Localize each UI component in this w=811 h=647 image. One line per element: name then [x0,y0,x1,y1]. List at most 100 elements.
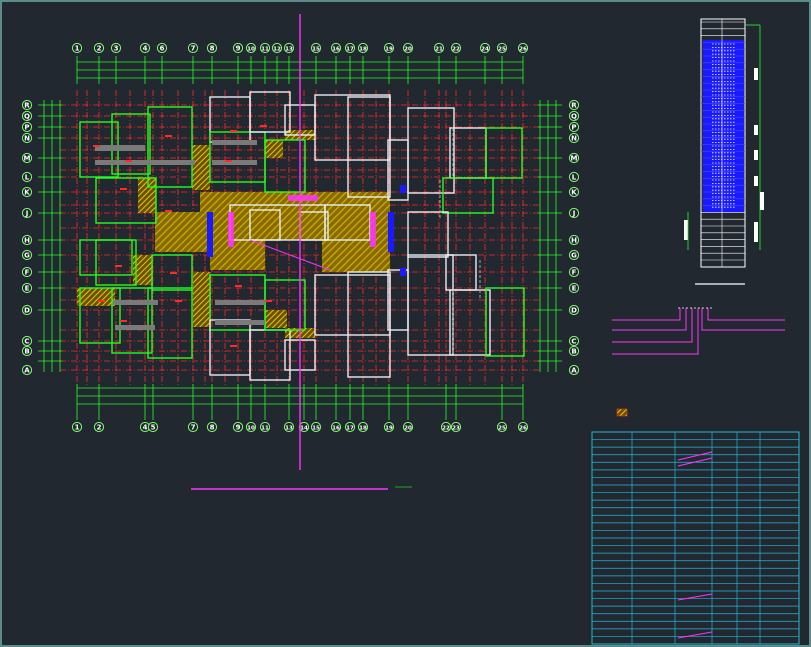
axis-bubble-circle [187,421,199,433]
axis-bubble-label: Q [571,113,577,121]
axis-bubble-bottom: 19 [383,421,395,433]
axis-bubble-right: E [568,282,580,294]
room-tag [93,145,100,147]
axis-bubble-left: R [21,99,33,111]
axis-bubble-circle [517,42,529,54]
axis-bubble-label: E [572,285,577,293]
axis-bubble-circle [440,421,452,433]
axis-bubble-circle [156,42,168,54]
axis-bubble-circle [568,266,580,278]
room-outline [249,209,281,241]
axis-bubble-circle [147,421,159,433]
room-tag [260,125,267,127]
room-outline [147,287,193,359]
axis-bubble-circle [568,335,580,347]
hatch-patch [138,178,156,213]
axis-bubble-circle [568,364,580,376]
axis-bubble-label: H [571,237,577,245]
axis-bubble-top: 15 [310,42,322,54]
axis-bubble-circle [259,421,271,433]
room-outline [147,106,193,188]
axis-bubble-label: C [571,338,576,346]
axis-bubble-top: 6 [156,42,168,54]
elevation-mark [684,220,688,240]
axis-bubble-top: 11 [259,42,271,54]
axis-bubble-top: 9 [232,42,244,54]
axis-bubble-label: 9 [236,424,241,432]
axis-bubble-circle [330,421,342,433]
axis-bubble-circle [110,42,122,54]
axis-bubble-bottom: 15 [310,421,322,433]
axis-bubble-circle [568,282,580,294]
partition [150,160,195,165]
axis-bubble-left: E [21,282,33,294]
axis-bubble-circle [21,266,33,278]
axis-bubble-label: 21 [435,47,443,53]
partition [113,300,158,305]
axis-bubble-bottom: 17 [344,421,356,433]
axis-bubble-top: 16 [330,42,342,54]
legend-hatch-swatch [616,408,628,417]
axis-bubble-label: 13 [285,47,293,53]
axis-bubble-label: N [571,135,577,143]
room-outline [151,254,193,291]
axis-bubble-circle [357,42,369,54]
axis-bubble-label: 24 [481,47,489,53]
stair-marker [228,212,234,247]
partition [215,300,265,305]
room-outline [111,287,153,354]
axis-bubble-label: 22 [452,47,460,53]
axis-bubble-circle [568,249,580,261]
axis-bubble-top: 17 [344,42,356,54]
axis-bubble-circle [568,304,580,316]
room-tag [165,210,172,212]
room-outline [95,239,137,286]
axis-bubble-top: 25 [496,42,508,54]
axis-bubble-top: 8 [206,42,218,54]
axis-bubble-left: M [21,152,33,164]
axis-bubble-right: C [568,335,580,347]
room-outline [314,274,391,336]
leader-lines [612,307,785,355]
room-outline [249,329,291,381]
axis-bubble-bottom: 2 [93,421,105,433]
axis-bubble-circle [187,42,199,54]
axis-bubble-circle [479,42,491,54]
axis-bubble-label: 15 [312,426,320,432]
axis-bubble-right: Q [568,110,580,122]
axis-bubble-circle [245,42,257,54]
hatch-patch [77,288,115,306]
elevator [207,212,213,257]
axis-bubble-label: F [572,269,577,277]
axis-bubble-circle [283,42,295,54]
axis-bubble-label: 14 [300,426,308,432]
core-area [77,130,390,338]
room-outline [407,107,455,194]
core-hatch [322,240,390,272]
axis-bubble-circle [93,421,105,433]
partition [215,320,265,325]
axis-bubble-circle [21,345,33,357]
stair-marker [370,212,376,247]
axis-bubble-label: C [24,338,29,346]
table-slash [677,451,713,461]
axis-bubble-circle [310,42,322,54]
axis-bubble-bottom: 14 [298,421,310,433]
partition [115,325,155,330]
axis-bubble-right: F [568,266,580,278]
axis-bubble-right: H [568,234,580,246]
walls [79,91,525,381]
axis-bubble-label: J [572,210,576,218]
axis-bubble-right: L [568,171,580,183]
axis-bubble-label: 26 [519,47,527,53]
axis-bubble-circle [21,234,33,246]
room-outline [79,287,121,344]
axis-bubble-circle [568,207,580,219]
room-outline [95,177,157,224]
axis-bubble-right: R [568,99,580,111]
axis-bubble-bottom: 11 [259,421,271,433]
axis-bubble-label: 25 [498,426,506,432]
axis-bubble-top: 22 [450,42,462,54]
axis-bubble-left: Q [21,110,33,122]
